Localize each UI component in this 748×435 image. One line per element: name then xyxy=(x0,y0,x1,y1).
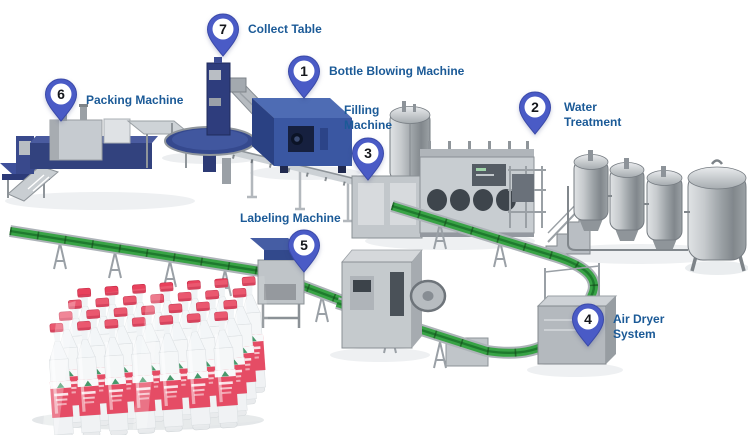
pin-shape-icon xyxy=(571,303,605,347)
pin-shape-icon xyxy=(351,137,385,181)
pin-number: 4 xyxy=(584,311,592,327)
marker-collect-table: 7 Collect Table xyxy=(206,13,322,57)
storage-tank-3 xyxy=(646,166,683,251)
pin-label: Labeling Machine xyxy=(240,211,341,225)
pin-number: 6 xyxy=(57,86,65,102)
marker-filling-machine: Filling Machine 3 xyxy=(344,103,402,181)
storage-tank-2 xyxy=(609,158,645,241)
pin-number: 7 xyxy=(219,21,227,37)
shrink-wrap-sheen xyxy=(37,275,277,435)
rail-posts xyxy=(428,141,529,149)
pin-label: Collect Table xyxy=(248,22,322,36)
bottle-blowing-machine xyxy=(252,98,352,173)
storage-tank-1 xyxy=(573,150,609,231)
pin-number: 3 xyxy=(364,144,372,161)
map-pin-icon: 4 xyxy=(571,303,605,347)
labeler-stand-legs xyxy=(261,302,301,328)
marker-labeling-machine: Labeling Machine 5 xyxy=(240,211,341,274)
pin-label: Bottle Blowing Machine xyxy=(329,64,465,78)
map-pin-icon: 7 xyxy=(206,13,240,57)
storage-tank-large xyxy=(687,159,747,272)
pin-label: Air Dryer System xyxy=(613,312,665,342)
pin-shape-icon xyxy=(287,55,321,99)
pin-shape-icon xyxy=(206,13,240,57)
marker-bottle-blowing-machine: 1 Bottle Blowing Machine xyxy=(287,55,464,99)
pin-label: Water Treatment xyxy=(564,100,622,130)
pin-number: 2 xyxy=(531,99,539,115)
labeling-machine-group xyxy=(250,238,447,349)
packing-machine xyxy=(0,104,192,202)
map-pin-icon: 2 xyxy=(518,91,552,135)
map-pin-icon: 6 xyxy=(44,78,78,122)
water-treatment xyxy=(508,150,747,272)
pin-shape-icon xyxy=(44,78,78,122)
pin-number: 1 xyxy=(300,63,308,79)
marker-air-dryer-system: 4 Air Dryer System xyxy=(571,303,677,347)
marker-water-treatment: 2 Water Treatment xyxy=(518,91,638,135)
pin-label: Filling Machine xyxy=(344,103,393,133)
bottled-water-pack xyxy=(37,275,277,435)
pin-label: Packing Machine xyxy=(86,93,184,107)
marker-packing-machine: 6 Packing Machine xyxy=(44,78,183,122)
pin-shape-icon xyxy=(518,91,552,135)
pin-shape-icon xyxy=(287,229,321,274)
pin-number: 5 xyxy=(300,237,308,254)
map-pin-icon: 3 xyxy=(351,137,385,181)
map-pin-icon: 5 xyxy=(287,229,321,274)
map-pin-icon: 1 xyxy=(287,55,321,99)
